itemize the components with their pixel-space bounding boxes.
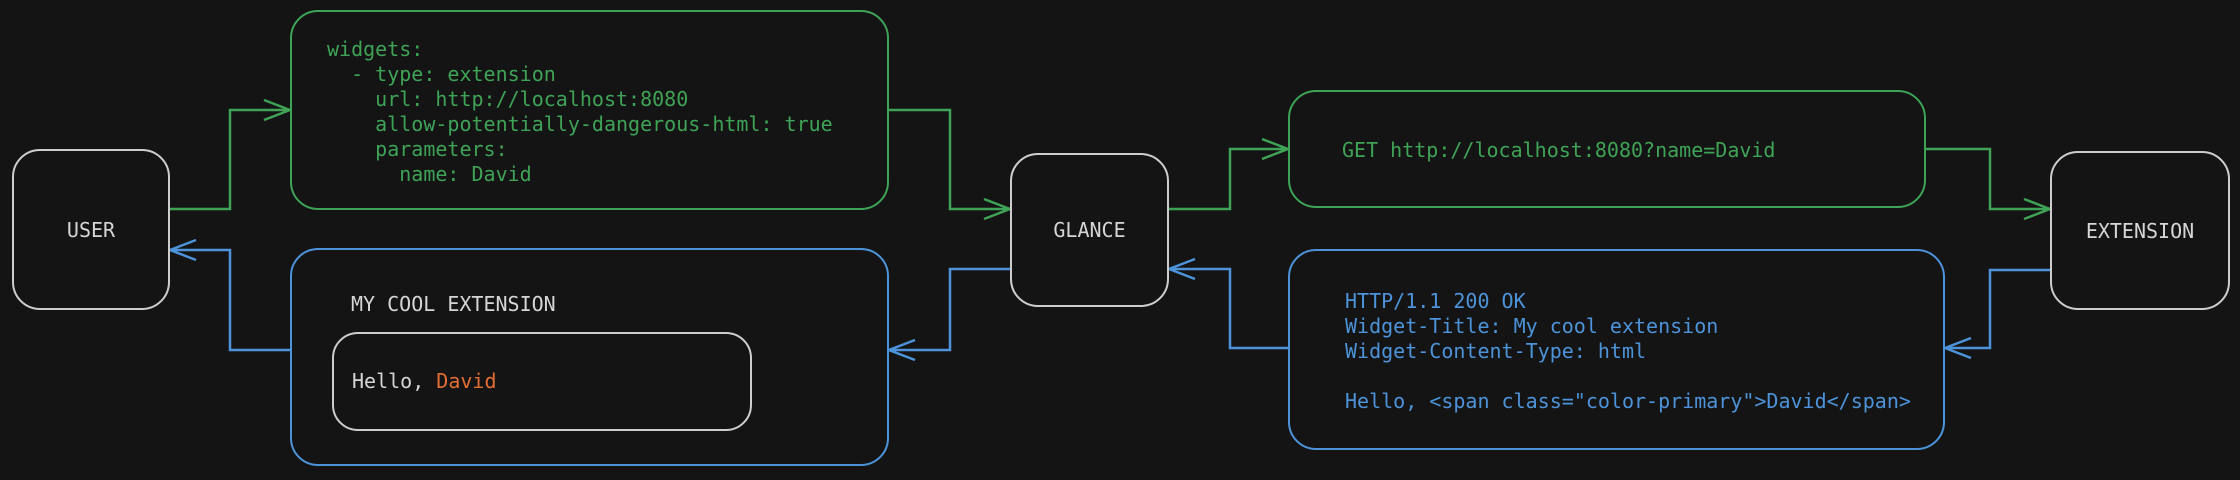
widget-preview-box: MY COOL EXTENSION Hello, David [290, 248, 889, 466]
config-yaml-code: widgets: - type: extension url: http://l… [327, 37, 833, 186]
http-request-code: GET http://localhost:8080?name=David [1342, 138, 1776, 162]
extension-node-label: EXTENSION [2085, 218, 2195, 243]
extension-node: EXTENSION [2050, 151, 2230, 310]
config-yaml-box: widgets: - type: extension url: http://l… [290, 10, 889, 210]
arrow-request-to-extension [1926, 147, 2051, 221]
widget-preview-title: MY COOL EXTENSION [351, 292, 556, 316]
glance-node: GLANCE [1010, 153, 1169, 307]
widget-greeting-line: Hello, David [352, 369, 497, 394]
greeting-name: David [436, 369, 497, 393]
arrow-extension-to-response [1944, 268, 2050, 360]
arrow-user-to-config [170, 98, 291, 211]
widget-preview-inner-box: Hello, David [332, 332, 752, 431]
arrow-config-to-glance [889, 108, 1011, 221]
arrow-glance-to-request [1169, 137, 1289, 211]
user-node-label: USER [66, 217, 116, 242]
http-request-box: GET http://localhost:8080?name=David [1288, 90, 1926, 208]
http-response-code: HTTP/1.1 200 OK Widget-Title: My cool ex… [1345, 289, 1911, 413]
greeting-text: Hello, [352, 369, 437, 393]
user-node: USER [12, 149, 170, 310]
arrow-glance-to-preview [888, 267, 1010, 362]
glance-node-label: GLANCE [1053, 218, 1126, 242]
http-response-box: HTTP/1.1 200 OK Widget-Title: My cool ex… [1288, 249, 1945, 450]
arrow-response-to-glance [1168, 257, 1288, 350]
arrow-preview-to-user [169, 238, 290, 352]
